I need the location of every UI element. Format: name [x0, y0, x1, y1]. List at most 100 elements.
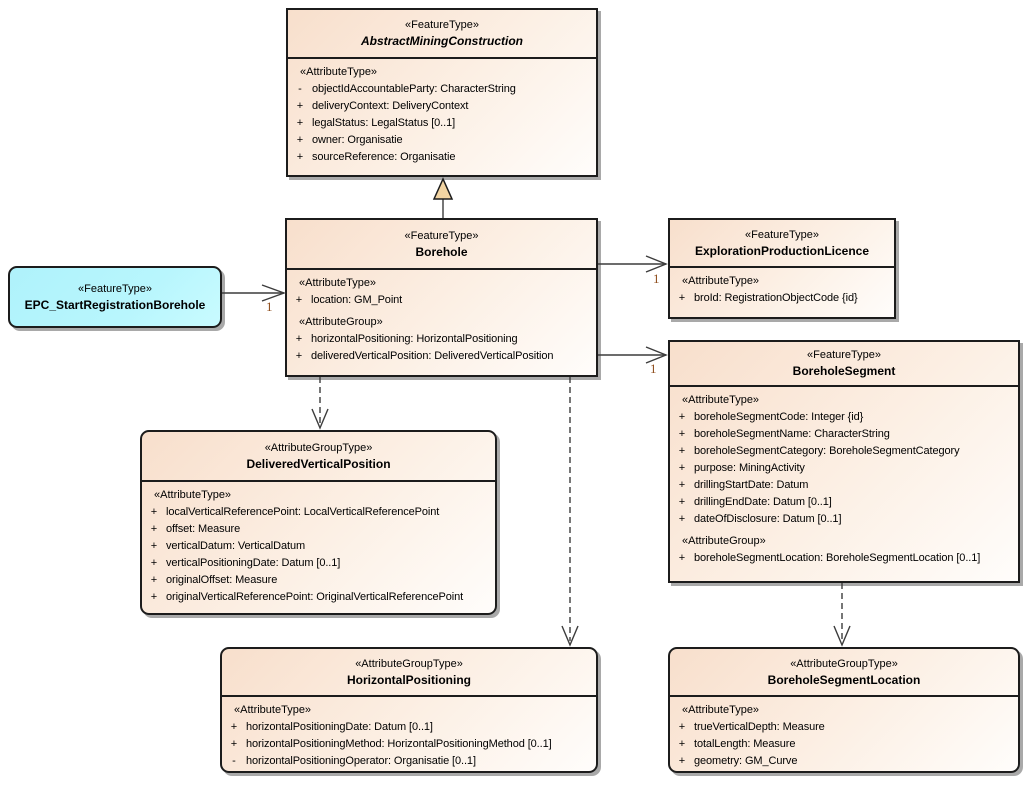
attribute-row: +deliveredVerticalPosition: DeliveredVer…	[287, 348, 594, 365]
class-attributes: «AttributeType»+localVerticalReferencePo…	[142, 482, 495, 610]
visibility-sign: -	[232, 755, 236, 767]
attribute-text: boreholeSegmentName: CharacterString	[694, 428, 890, 440]
attribute-text: location: GM_Point	[311, 294, 403, 306]
association-borehole-to-explorationproductionlicence[interactable]	[598, 255, 668, 273]
class-borehole[interactable]: «FeatureType» Borehole «AttributeType» + l…	[285, 218, 598, 377]
class-abstract-mining-construction[interactable]: «FeatureType» AbstractMiningConstruction…	[286, 8, 598, 177]
visibility-sign: +	[678, 738, 686, 750]
generalization-triangle-icon	[432, 177, 454, 200]
section-label: «AttributeType»	[682, 704, 760, 716]
attribute-text: boreholeSegmentCode: Integer {id}	[694, 411, 864, 423]
visibility-sign: +	[678, 411, 686, 423]
class-borehole-segment-location[interactable]: «AttributeGroupType» BoreholeSegmentLoca…	[668, 647, 1020, 773]
dependency-borehole-to-deliveredverticalposition[interactable]	[311, 377, 329, 430]
attribute-text: owner: Organisatie	[312, 134, 403, 146]
class-stereotype: «AttributeGroupType»	[264, 441, 373, 454]
visibility-sign: +	[295, 294, 303, 306]
visibility-sign: +	[296, 134, 304, 146]
section-label: «AttributeType»	[234, 704, 312, 716]
class-stereotype: «FeatureType»	[745, 228, 819, 241]
class-borehole-segment[interactable]: «FeatureType» BoreholeSegment «Attribute…	[668, 340, 1020, 583]
attribute-text: localVerticalReferencePoint: LocalVertic…	[166, 506, 440, 518]
association-epc-to-borehole[interactable]	[222, 284, 287, 302]
visibility-sign: +	[150, 523, 158, 535]
attribute-row: + sourceReference: Organisatie	[288, 149, 594, 166]
class-horizontal-positioning[interactable]: «AttributeGroupType» HorizontalPositioni…	[220, 647, 598, 773]
class-header: «FeatureType» BoreholeSegment	[670, 342, 1018, 387]
attribute-text: originalOffset: Measure	[166, 574, 278, 586]
class-name: Borehole	[415, 244, 468, 259]
visibility-sign: +	[230, 738, 238, 750]
class-header: «AttributeGroupType» HorizontalPositioni…	[222, 649, 596, 697]
attribute-row: +legalStatus: LegalStatus [0..1]	[288, 115, 594, 132]
dependency-borehole-to-horizontalpositioning[interactable]	[561, 377, 579, 647]
class-attributes: «AttributeType»+trueVerticalDepth: Measu…	[670, 697, 1018, 774]
class-header: «FeatureType» EPC_StartRegistrationBoreh…	[10, 268, 220, 326]
visibility-sign: +	[678, 479, 686, 491]
attribute-text: horizontalPositioning: HorizontalPositio…	[311, 333, 518, 345]
section-label: «AttributeGroup»	[299, 316, 383, 328]
attribute-text: verticalDatum: VerticalDatum	[166, 540, 306, 552]
class-stereotype: «FeatureType»	[404, 229, 479, 242]
class-stereotype: «AttributeGroupType»	[790, 657, 898, 670]
attribute-text: verticalPositioningDate: Datum [0..1]	[166, 557, 341, 569]
class-name: AbstractMiningConstruction	[361, 34, 523, 48]
attribute-row: + originalVerticalReferencePoint: Origina…	[142, 589, 493, 606]
class-name: DeliveredVerticalPosition	[246, 456, 391, 471]
open-arrowhead-icon	[561, 625, 579, 647]
attribute-row: +boreholeSegmentLocation: BoreholeSegmen…	[670, 550, 1016, 567]
attribute-row: + drillingStartDate: Datum	[670, 477, 1016, 494]
visibility-sign: +	[296, 100, 304, 112]
dependency-boreholesegment-to-boreholesegmentlocation[interactable]	[833, 583, 851, 647]
class-stereotype: «FeatureType»	[807, 349, 881, 361]
section-label: «AttributeType»	[682, 275, 760, 287]
attribute-text: drillingStartDate: Datum	[694, 479, 809, 491]
class-stereotype: «FeatureType»	[78, 282, 152, 295]
attribute-row: +originalOffset: Measure	[142, 572, 493, 589]
visibility-sign: +	[295, 350, 303, 362]
class-name: BoreholeSegmentLocation	[767, 672, 921, 687]
attribute-row: + offset: Measure	[142, 521, 493, 538]
class-attributes: «AttributeType»-objectIdAccountableParty…	[288, 59, 596, 170]
class-epc-start-registration-borehole[interactable]: «FeatureType» EPC_StartRegistrationBoreh…	[8, 266, 222, 328]
open-arrowhead-icon	[311, 408, 329, 430]
attribute-text: boreholeSegmentLocation: BoreholeSegment…	[694, 552, 981, 564]
attribute-row: +deliveryContext: DeliveryContext	[288, 98, 594, 115]
attribute-row: +dateOfDisclosure: Datum [0..1]	[670, 511, 1016, 528]
visibility-sign: +	[678, 721, 686, 733]
attribute-text: sourceReference: Organisatie	[312, 151, 456, 163]
attribute-row: + owner: Organisatie	[288, 132, 594, 149]
section-label: «AttributeType»	[299, 277, 377, 289]
attribute-row: +boreholeSegmentCategory: BoreholeSegmen…	[670, 443, 1016, 460]
visibility-sign: +	[678, 445, 686, 457]
attribute-text: horizontalPositioningDate: Datum [0..1]	[246, 721, 433, 733]
visibility-sign: +	[296, 151, 304, 163]
attribute-row: + horizontalPositioningDate: Datum [0..1]	[222, 719, 594, 736]
attribute-text: objectIdAccountableParty: CharacterStrin…	[312, 83, 516, 95]
attribute-text: offset: Measure	[166, 523, 241, 535]
class-header: «FeatureType» AbstractMiningConstruction	[288, 10, 596, 59]
class-attributes: «AttributeType» + location: GM_Point «Attri…	[287, 270, 596, 369]
visibility-sign: +	[230, 721, 238, 733]
class-header: «AttributeGroupType» DeliveredVerticalPo…	[142, 432, 495, 482]
attribute-row: -horizontalPositioningOperator: Organisa…	[222, 753, 594, 770]
class-exploration-production-licence[interactable]: «FeatureType» ExplorationProductionLicen…	[668, 218, 896, 319]
generalization-borehole-to-abstractminingconstruction[interactable]	[432, 177, 454, 218]
class-delivered-vertical-position[interactable]: «AttributeGroupType» DeliveredVerticalPo…	[140, 430, 497, 615]
attribute-row: + boreholeSegmentName: CharacterString	[670, 426, 1016, 443]
visibility-sign: +	[678, 428, 686, 440]
attribute-row: +purpose: MiningActivity	[670, 460, 1016, 477]
class-name: ExplorationProductionLicence	[694, 243, 870, 258]
visibility-sign: +	[150, 591, 158, 603]
section-label: «AttributeType»	[682, 394, 760, 406]
visibility-sign: +	[678, 496, 686, 508]
visibility-sign: +	[150, 557, 158, 569]
multiplicity-label: 1	[650, 361, 657, 376]
section-label: «AttributeType»	[300, 66, 378, 78]
attribute-text: horizontalPositioningOperator: Organisat…	[246, 755, 476, 767]
class-attributes: «AttributeType» + horizontalPositioningDat…	[222, 697, 596, 774]
multiplicity-label: 1	[653, 271, 660, 286]
class-header: «AttributeGroupType» BoreholeSegmentLoca…	[670, 649, 1018, 697]
visibility-sign: +	[678, 755, 686, 767]
attribute-text: originalVerticalReferencePoint: Original…	[166, 591, 464, 603]
